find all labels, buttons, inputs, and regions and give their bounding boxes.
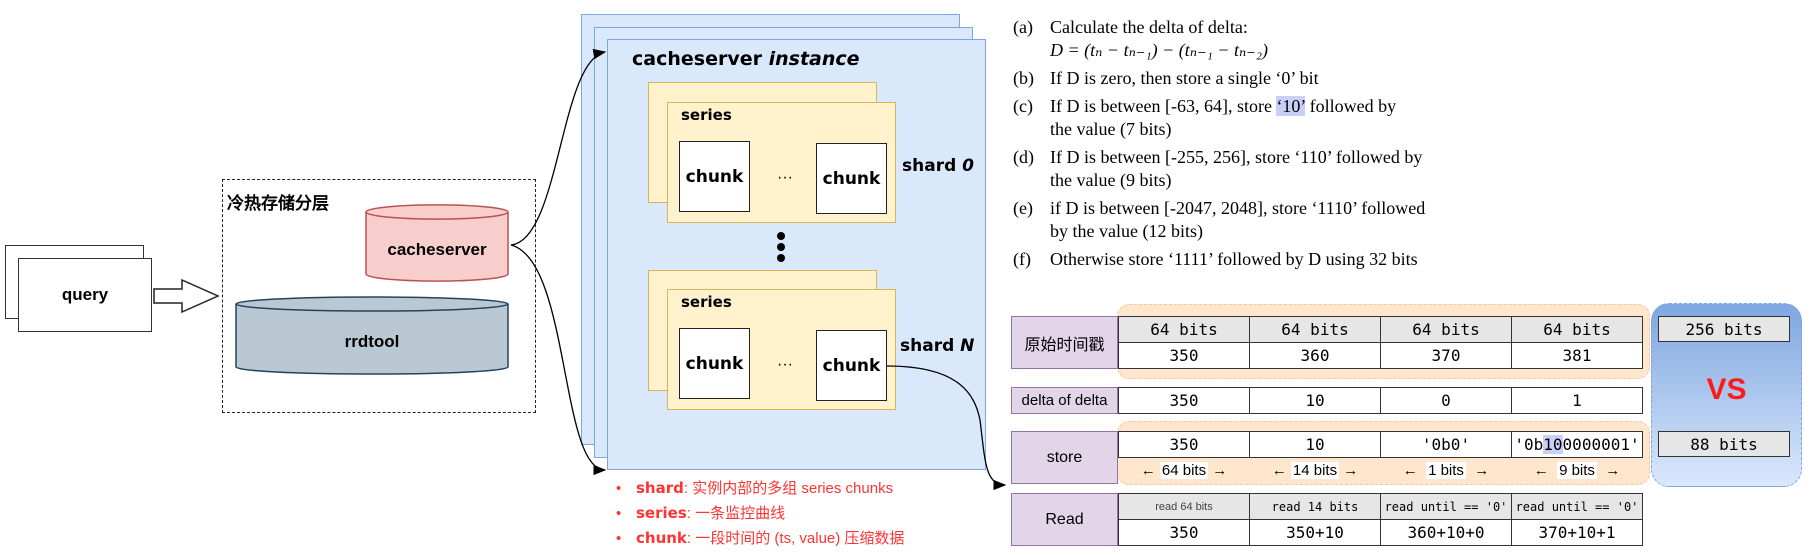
shard-0-label: shard 0 (902, 156, 975, 176)
rule-e: (e) if D is between [-2047, 2048], store… (1013, 198, 1426, 241)
compressed-size-cell: 88 bits (1658, 431, 1790, 457)
read-value-cell: 350+10 (1249, 519, 1381, 546)
cacheserver-cylinder (365, 204, 509, 282)
rrdtool-label: rrdtool (344, 332, 400, 351)
delta-of-delta-label: delta of delta (1011, 387, 1118, 414)
dod-value-cell: 10 (1249, 387, 1381, 414)
rule-b: (b) If D is zero, then store a single ‘0… (1013, 68, 1319, 88)
raw-bits-cell: 64 bits (1380, 316, 1512, 343)
raw-bits-cell: 64 bits (1118, 316, 1250, 343)
read-op-cell: read until == '0' (1380, 493, 1512, 520)
rule-f: (f) Otherwise store ‘1111’ followed by D… (1013, 249, 1418, 269)
series-label: series (681, 106, 732, 124)
bit-size-64: ← 64 bits → (1140, 462, 1228, 479)
query-label: query (61, 285, 109, 304)
raw-value-cell: 370 (1380, 342, 1512, 369)
vs-label: VS (1706, 373, 1747, 406)
chunk-box: chunk (816, 143, 887, 214)
rule-a: (a) Calculate the delta of delta:D = (tₙ… (1013, 17, 1269, 60)
rule-c: (c) If D is between [-63, 64], store ‘10… (1013, 96, 1397, 139)
legend-item: •shard: 实例内部的多组 series chunks (616, 479, 894, 497)
storage-layer-box: 冷热存储分层 (222, 179, 536, 413)
raw-bits-cell: 64 bits (1249, 316, 1381, 343)
rule-d: (d) If D is between [-255, 256], store ‘… (1013, 147, 1423, 190)
ellipsis: ··· (777, 169, 793, 186)
read-value-cell: 370+10+1 (1511, 519, 1643, 546)
read-op-cell: read 64 bits (1118, 493, 1250, 520)
original-size-cell: 256 bits (1658, 316, 1790, 342)
legend-item: •chunk: 一段时间的 (ts, value) 压缩数据 (616, 529, 905, 547)
bit-size-14: ← 14 bits → (1271, 462, 1359, 479)
chunk-box: chunk (816, 330, 887, 401)
arrow-cacheserver-to-instance-bottom (510, 244, 607, 476)
dod-value-cell: 0 (1380, 387, 1512, 414)
read-value-cell: 350 (1118, 519, 1250, 546)
vertical-dots-icon (777, 232, 785, 262)
chunk-box: chunk (679, 328, 750, 399)
store-value-cell: 350 (1118, 431, 1250, 458)
legend-list: •shard: 实例内部的多组 series chunks •series: 一… (616, 476, 904, 551)
query-box: query (18, 258, 152, 332)
dod-value-cell: 350 (1118, 387, 1250, 414)
raw-value-cell: 360 (1249, 342, 1381, 369)
raw-value-cell: 381 (1511, 342, 1643, 369)
storage-layer-title: 冷热存储分层 (227, 194, 329, 213)
dod-value-cell: 1 (1511, 387, 1643, 414)
arrow-cacheserver-to-instance (510, 48, 607, 246)
series-label: series (681, 293, 732, 311)
query-arrow (153, 278, 220, 314)
rrdtool-cylinder (235, 296, 509, 375)
bit-size-9: ← 9 bits → (1533, 462, 1621, 479)
store-value-cell: 10 (1249, 431, 1381, 458)
read-op-cell: read until == '0' (1511, 493, 1643, 520)
chunk-box: chunk (679, 141, 750, 212)
read-op-cell: read 14 bits (1249, 493, 1381, 520)
ellipsis: ··· (777, 356, 793, 373)
encoding-rules: (a) Calculate the delta of delta:D = (tₙ… (1013, 16, 1513, 271)
cacheserver-label: cacheserver (387, 240, 487, 259)
store-label: store (1011, 431, 1118, 484)
bit-size-1: ← 1 bits → (1402, 462, 1490, 479)
raw-timestamp-label: 原始时间戳 (1011, 316, 1118, 369)
store-value-cell: '0b0' (1380, 431, 1512, 458)
legend-item: •series: 一条监控曲线 (616, 504, 786, 522)
raw-bits-cell: 64 bits (1511, 316, 1643, 343)
read-value-cell: 360+10+0 (1380, 519, 1512, 546)
highlighted-prefix: 10 (1543, 435, 1563, 454)
read-label: Read (1011, 493, 1118, 546)
highlighted-prefix: ‘10’ (1276, 96, 1306, 116)
raw-value-cell: 350 (1118, 342, 1250, 369)
arrow-chunk-to-store (886, 365, 1007, 491)
instance-title: cacheserver instance (632, 48, 860, 70)
shard-n-label: shard N (900, 336, 975, 356)
